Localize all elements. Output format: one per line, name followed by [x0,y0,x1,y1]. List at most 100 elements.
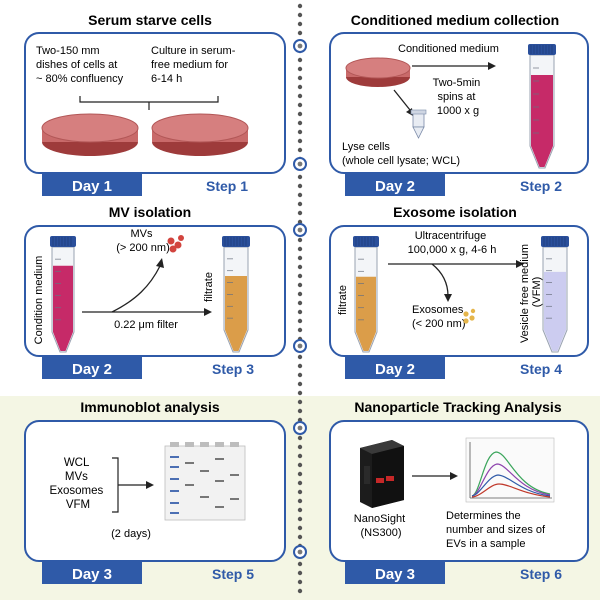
divider-dot [297,588,303,594]
label-exosomes: Exosomes (< 200 nm) [412,304,466,330]
day-label: Day 3 [72,566,112,583]
arrow-mvs [111,265,161,313]
microvesicle-cluster [167,235,184,253]
conical-tube-icon [541,236,569,353]
label-duration: (2 days) [111,528,151,540]
tube-cap [50,236,76,247]
blot-well [170,442,179,447]
label-ultracentrifuge: Ultracentrifuge 100,000 x g, 4-6 h [408,230,497,256]
label-lyse: Lyse cells (whole cell lysate; WCL) [342,141,460,167]
day-bar [42,357,142,379]
day-label: Day 2 [375,361,415,378]
panel-title: Nanoparticle Tracking Analysis [354,399,561,415]
divider-dot [297,399,303,405]
sample-bracket [112,457,124,513]
divider-dot [297,408,303,414]
divider-dot [297,309,303,315]
arrow-head [146,481,154,489]
blot-band [170,478,179,480]
day-bar [345,357,445,379]
divider-dot [297,561,303,567]
panel-title: Serum starve cells [88,12,212,28]
divider-dot [297,471,303,477]
conical-tube-icon [528,44,556,169]
day-bar [345,562,445,584]
divider-dot [297,75,303,81]
tube-label-filtrate: filtrate [337,285,349,315]
nta-size-distribution-plot [465,437,555,503]
label-conditioned-medium: Conditioned medium [398,43,499,55]
divider-dot [297,210,303,216]
divider-dot [297,489,303,495]
tube-cap [353,236,379,247]
divider-dot [297,453,303,459]
blot-band [170,466,179,468]
divider-dot [297,435,303,441]
blot-band [215,506,224,508]
bracket [79,96,219,110]
divider-dot [297,579,303,585]
divider-dot [297,138,303,144]
divider-dot [297,246,303,252]
petri-dish-icon [41,113,139,156]
day-bar [42,562,142,584]
divider-dot [297,120,303,126]
divider-dot [297,57,303,63]
divider-dot [297,372,303,378]
divider-dot [297,102,303,108]
day-bar [345,174,445,196]
divider-dot [297,174,303,180]
tube-liquid [225,276,247,351]
note-dishes: Two-150 mm dishes of cells at ~ 80% conf… [36,45,124,85]
blot-band [170,512,179,514]
divider-dot [297,201,303,207]
panel-title: Immunoblot analysis [80,399,219,415]
arrow-to-lysate [393,89,411,111]
blot-well [185,442,194,447]
western-blot-membrane [164,442,246,521]
day-label: Day 2 [72,361,112,378]
arrow-head [156,258,164,268]
panel-nanoparticle-tracking: Nanoparticle Tracking Analysis NanoSight… [329,399,589,584]
divider-dot [297,273,303,279]
divider-dot [297,444,303,450]
blot-band [185,462,194,464]
connector-dot [297,343,303,349]
blot-well [215,442,224,447]
arrow-head [450,472,458,480]
divider-connectors [293,39,307,559]
tube-liquid [53,265,73,351]
divider-dot [297,129,303,135]
panel-exosome-isolation: Exosome isolation filtrate Ultracentrifu… [329,204,589,379]
connector-dot [297,425,303,431]
blot-band [170,490,179,492]
divider-dot [297,381,303,387]
divider-dot [297,282,303,288]
blot-well [200,442,209,447]
conical-tube-icon [50,236,76,353]
tube-liquid [544,271,566,351]
blot-well [230,442,239,447]
panel-title: Conditioned medium collection [351,12,559,28]
arrow-head [444,294,452,302]
panel-border [329,225,589,357]
panel-mv-isolation: MV isolation Condition medium MVs (> 200… [24,204,286,379]
divider-dot [297,327,303,333]
step-label: Step 6 [520,566,562,582]
panel-title: MV isolation [109,204,191,220]
panel-serum-starve: Serum starve cells Two-150 mm dishes of … [24,12,286,196]
divider-dot [297,12,303,18]
sample-list: WCL MVs Exosomes VFM [50,457,107,511]
arrow-head [516,260,524,268]
label-filter: 0.22 μm filter [114,319,178,331]
divider-dot [297,498,303,504]
divider-dot [297,3,303,9]
divider-dot [297,21,303,27]
connector-dot [297,227,303,233]
blot-band [215,480,224,482]
arrow-head [488,62,496,70]
note-culture: Culture in serum- free medium for 6-14 h [151,45,238,85]
divider-dot [297,390,303,396]
arrow-exosomes [431,263,449,297]
